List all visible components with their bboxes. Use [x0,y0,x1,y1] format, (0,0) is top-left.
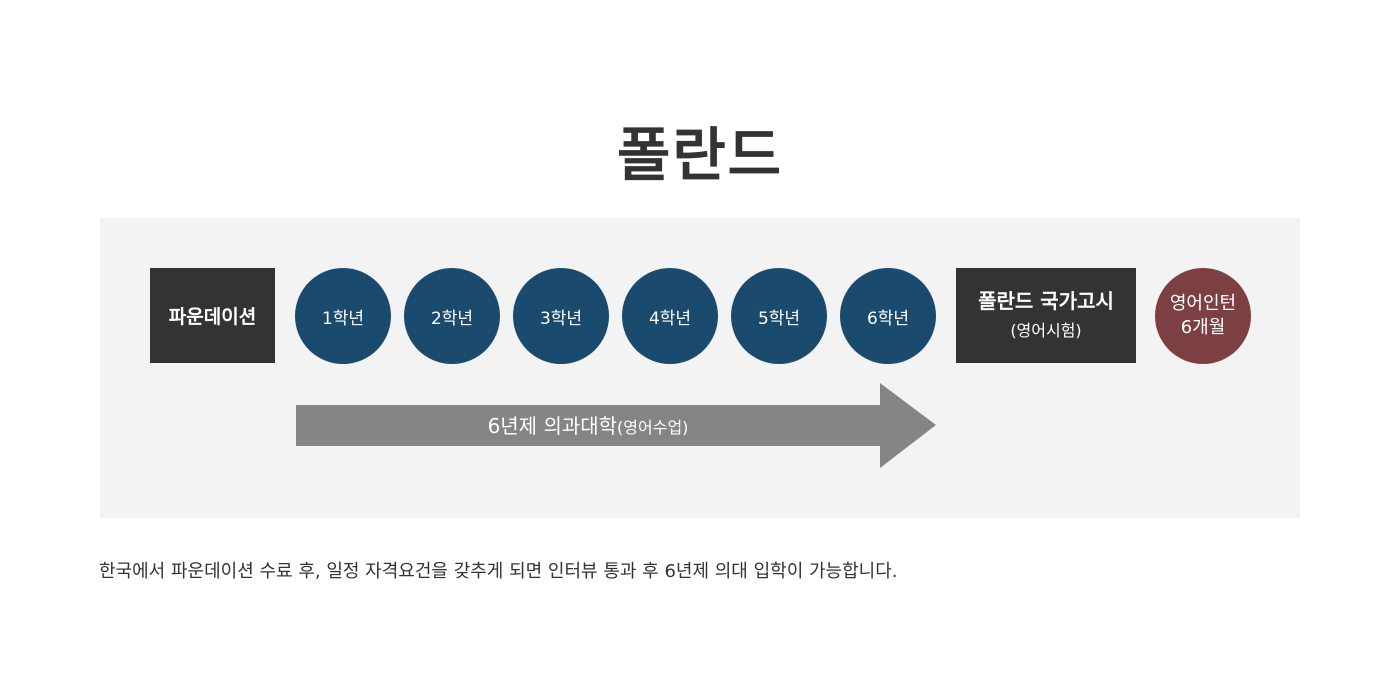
year-label: 3학년 [539,308,583,329]
exam-title: 폴란드 국가고시 [978,288,1114,313]
foundation-label: 파운데이션 [168,306,257,328]
arrow-shape [296,383,936,468]
year-3-circle: 3학년 [513,268,609,364]
description-note: 한국에서 파운데이션 수료 후, 일정 자격요건을 갖추게 되면 인터뷰 통과 … [99,561,898,582]
year-1-circle: 1학년 [295,268,391,364]
intern-circle: 영어인턴 6개월 [1155,268,1251,364]
year-2-circle: 2학년 [404,268,500,364]
intern-line1: 영어인턴 [1169,293,1237,314]
national-exam-box: 폴란드 국가고시 (영어시험) [956,268,1136,363]
arrow-sub-label: (영어수업) [617,418,689,437]
arrow-main-label: 6년제 의과대학 [487,414,618,438]
year-label: 5학년 [757,308,801,329]
year-label: 4학년 [648,308,692,329]
foundation-box: 파운데이션 [150,268,275,363]
year-label: 6학년 [866,308,910,329]
timeline-panel [100,218,1300,518]
page-title: 폴란드 [616,121,784,189]
year-5-circle: 5학년 [731,268,827,364]
arrow-label: 6년제 의과대학(영어수업) [296,410,880,439]
year-4-circle: 4학년 [622,268,718,364]
exam-subtitle: (영어시험) [1010,320,1082,340]
year-6-circle: 6학년 [840,268,936,364]
intern-line2: 6개월 [1180,317,1226,338]
year-label: 2학년 [430,308,474,329]
year-label: 1학년 [321,308,365,329]
